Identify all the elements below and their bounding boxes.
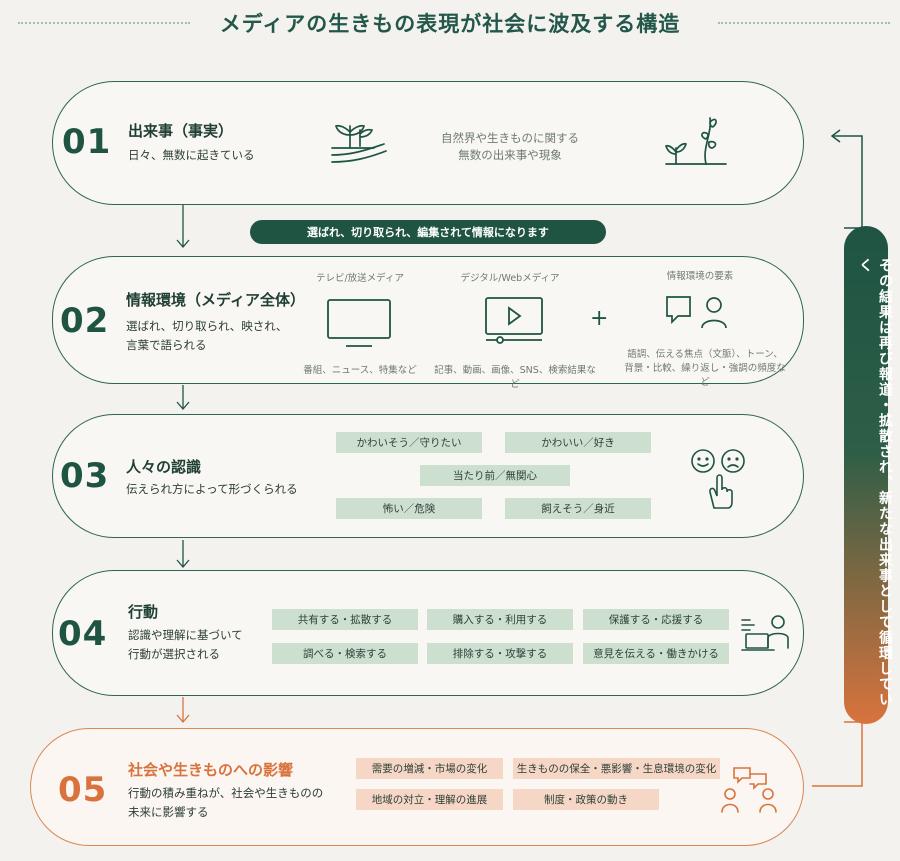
sprout-icon [664, 117, 727, 165]
step-01-desc: 日々、無数に起きている [128, 148, 255, 162]
step-01-title: 出来事（事実） [128, 122, 234, 140]
step-05-desc-2: 未来に影響する [128, 805, 209, 819]
step-05-number: 05 [58, 770, 108, 810]
people-discussion-icon [721, 767, 777, 813]
step-05-desc-1: 行動の積み重ねが、社会や生きものの [128, 786, 324, 800]
step-02-title: 情報環境（メディア全体） [126, 291, 305, 309]
step-01-note-1: 自然界や生きものに関する [441, 131, 579, 145]
web-media-caption: 記事、動画、画像、SNS、検索結果など [434, 365, 596, 390]
perception-tag: 怖い／危険 [336, 498, 482, 519]
step-03-title: 人々の認識 [126, 458, 202, 476]
impact-tag: 地域の対立・理解の進展 [356, 789, 503, 810]
plus-sign: + [590, 306, 609, 331]
info-elements-caption-1: 語調、伝える焦点（文脈）、トーン、 [627, 349, 783, 360]
perception-tag: かわいそう／守りたい [336, 432, 482, 453]
step-05-title: 社会や生きものへの影響 [128, 761, 294, 779]
emotion-choice-icon [691, 449, 745, 509]
perception-tag: かわいい／好き [505, 432, 651, 453]
step-01-note-2: 無数の出来事や現象 [458, 148, 562, 162]
step-04-title: 行動 [128, 603, 159, 621]
step-04-desc-2: 行動が選択される [128, 647, 220, 661]
loop-text: その結果は再び報道・拡散され、新たな出来事として循環していく [857, 258, 893, 708]
action-tag: 意見を伝える・働きかける [583, 643, 729, 664]
step-04-card [52, 570, 804, 696]
video-player-icon [485, 297, 543, 344]
step-02-desc-2: 言葉で語られる [126, 338, 207, 352]
impact-tag: 生きものの保全・悪影響・生息環境の変化 [513, 758, 720, 779]
connector-label: 選ばれ、切り取られ、編集されて情報になります [250, 220, 606, 244]
impact-tag: 需要の増減・市場の変化 [356, 758, 503, 779]
page-title: メディアの生きもの表現が社会に波及する構造 [219, 12, 681, 36]
speech-person-icon [666, 296, 727, 329]
perception-tag: 当たり前／無関心 [420, 465, 570, 486]
action-tag: 共有する・拡散する [272, 609, 418, 630]
step-05-card [30, 728, 804, 846]
step-03-number: 03 [60, 456, 110, 496]
step-03-desc: 伝えられ方によって形づくられる [126, 482, 298, 496]
action-tag: 排除する・攻撃する [427, 643, 573, 664]
step-04-number: 04 [58, 614, 108, 654]
info-elements-label: 情報環境の要素 [666, 271, 734, 282]
step-02-desc-1: 選ばれ、切り取られ、映され、 [126, 319, 288, 333]
action-tag: 購入する・利用する [427, 609, 573, 630]
plant-field-icon [331, 124, 387, 163]
perception-tag: 飼えそう／身近 [505, 498, 651, 519]
action-tag: 調べる・検索する [272, 643, 418, 664]
step-02-card [52, 256, 804, 384]
title-divider-left [18, 22, 190, 24]
step-04-desc-1: 認識や理解に基づいて [128, 628, 243, 642]
info-elements-caption-2: 背景・比較、繰り返し・強調の頻度など [624, 363, 786, 388]
tv-icon [327, 299, 391, 347]
loop-pill [844, 226, 888, 724]
title-divider-right [718, 22, 890, 24]
impact-tag: 制度・政策の動き [513, 789, 659, 810]
web-media-label: デジタル/Webメディア [460, 273, 560, 284]
step-02-number: 02 [60, 301, 110, 341]
tv-media-caption: 番組、ニュース、特集など [303, 365, 417, 376]
computer-user-icon [741, 615, 789, 651]
step-01-number: 01 [62, 122, 112, 162]
step-01-card [52, 81, 804, 205]
tv-media-label: テレビ/放送メディア [315, 273, 405, 284]
action-tag: 保護する・応援する [583, 609, 729, 630]
